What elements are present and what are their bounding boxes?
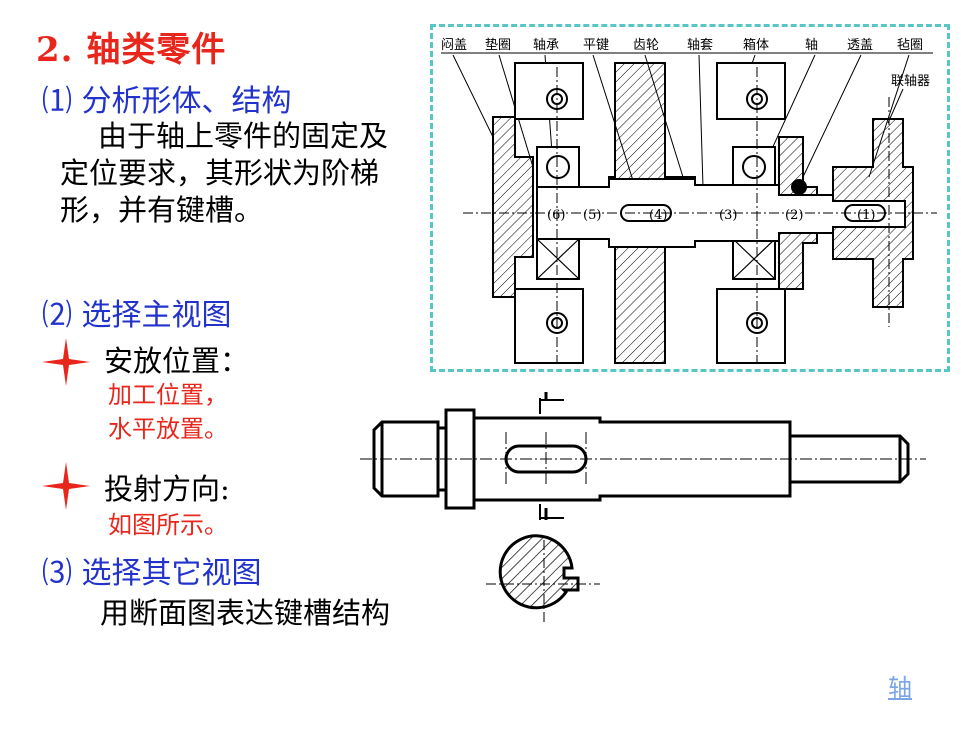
projection-detail-line: 如图所示。 — [108, 511, 228, 539]
star-bullet-icon — [42, 338, 90, 386]
section1-paragraph: 由于轴上零件的固定及定位要求，其形状为阶梯形，并有键槽。 — [60, 118, 415, 229]
label-key: 平键 — [583, 38, 609, 53]
star-bullet-icon — [42, 462, 90, 510]
section3-text: 用断面图表达键槽结构 — [100, 596, 391, 630]
section1-text: 由于轴上零件的固定及定位要求，其形状为阶梯形，并有键槽。 — [60, 119, 389, 227]
label-coupling: 联轴器 — [891, 74, 930, 89]
section3-heading: ⑶ 选择其它视图 — [42, 556, 262, 591]
label-sleeve: 轴套 — [687, 37, 713, 53]
label-felt-ring: 毡圈 — [897, 38, 923, 53]
label-shaft: 轴 — [805, 38, 818, 53]
label-through-cover: 透盖 — [847, 38, 873, 53]
shaft-drawing — [360, 392, 926, 622]
section1-heading: ⑴ 分析形体、结构 — [42, 84, 292, 119]
section2-heading: ⑵ 选择主视图 — [42, 298, 232, 333]
assembly-svg: 闷盖 垫圈 轴承 平键 齿轮 轴套 箱体 轴 透盖 毡圈 联轴器 — [441, 37, 937, 364]
step-label: (1) — [857, 208, 875, 223]
label-washer: 垫圈 — [485, 37, 511, 53]
step-label: (5) — [583, 208, 601, 223]
assembly-drawing: 闷盖 垫圈 轴承 平键 齿轮 轴套 箱体 轴 透盖 毡圈 联轴器 — [430, 24, 950, 372]
placement-label: 安放位置： — [104, 344, 250, 378]
label-end-cover: 闷盖 — [441, 38, 467, 53]
shaft-link[interactable]: 轴 — [888, 674, 912, 702]
label-bearing: 轴承 — [533, 38, 559, 53]
page-title: 2. 轴类零件 — [36, 30, 227, 70]
placement-detail: 加工位置， 水平放置。 — [108, 378, 228, 446]
step-label: (3) — [719, 208, 737, 223]
placement-detail-line: 水平放置。 — [108, 415, 228, 443]
projection-detail: 如图所示。 — [108, 508, 228, 542]
label-gear: 齿轮 — [633, 38, 659, 53]
step-label: (2) — [785, 208, 803, 223]
label-housing: 箱体 — [743, 37, 769, 53]
projection-label: 投射方向: — [104, 472, 230, 506]
step-labels: (6) (5) (4) (3) (2) (1) — [547, 208, 875, 223]
step-label: (6) — [547, 208, 565, 223]
step-label: (4) — [649, 208, 667, 223]
assembly-labels: 闷盖 垫圈 轴承 平键 齿轮 轴套 箱体 轴 透盖 毡圈 联轴器 — [441, 37, 930, 89]
placement-detail-line: 加工位置， — [108, 381, 228, 409]
